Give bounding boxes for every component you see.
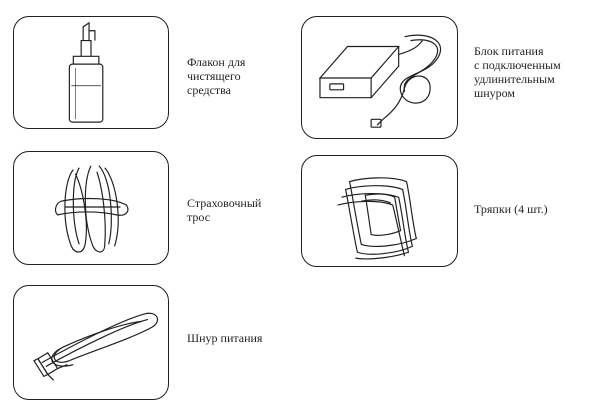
cloth-stack-icon xyxy=(337,177,418,260)
power-cord-image-frame xyxy=(13,285,169,400)
spray-bottle-icon xyxy=(68,21,104,123)
cleaning-bottle-image-frame xyxy=(13,16,169,129)
power-cord-label: Шнур питания xyxy=(187,331,263,345)
safety-tether-image-frame xyxy=(13,151,169,265)
cleaning-cloths-label: Тряпки (4 шт.) xyxy=(474,202,548,216)
power-adapter-label: Блок питания с подключенным удлинительны… xyxy=(474,44,561,100)
power-adapter-image-frame xyxy=(301,16,458,139)
power-adapter-icon xyxy=(318,34,442,128)
cleaning-cloths-image-frame xyxy=(301,155,458,267)
coiled-tether-icon xyxy=(54,165,129,253)
power-cord-icon xyxy=(33,312,159,381)
safety-tether-label: Страховочный трос xyxy=(187,196,262,224)
cleaning-bottle-label: Флакон для чистящего средства xyxy=(187,55,246,97)
